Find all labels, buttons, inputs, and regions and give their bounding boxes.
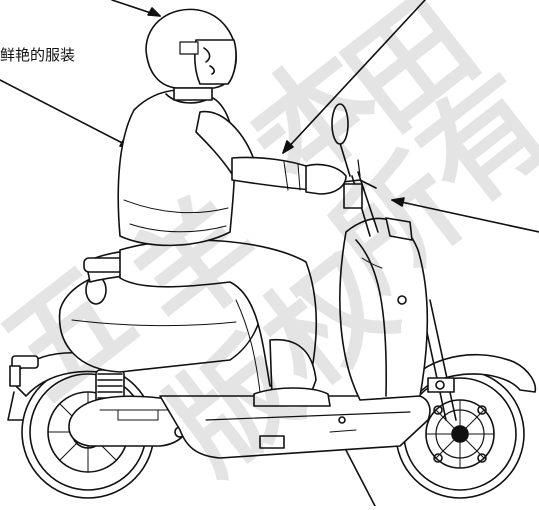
front-shock-clamp — [427, 377, 455, 393]
leader-line-right — [391, 199, 539, 233]
leader-line-top-right — [282, 0, 426, 154]
front-fender — [397, 354, 537, 403]
license-plate-mount — [259, 435, 285, 449]
arrowhead-arm — [282, 140, 294, 154]
helmet-visor — [194, 39, 237, 85]
turn-signal-front — [385, 217, 413, 241]
rear-turn-signal — [11, 355, 39, 369]
rear-reflector-bracket — [7, 391, 23, 421]
rider-glove — [305, 163, 347, 195]
rider-jacket — [117, 89, 236, 247]
clothing-caption: 鲜艳的服装 — [0, 46, 76, 64]
arrowhead-helmet — [147, 7, 161, 17]
front-shield-edge — [355, 239, 388, 397]
rider-neck — [173, 87, 213, 101]
leg-shield — [339, 217, 429, 401]
floorboard — [159, 395, 431, 459]
leader-line-clothing — [0, 79, 133, 149]
mirror — [331, 103, 349, 145]
rider-face — [203, 47, 215, 75]
rider-shoe — [253, 387, 331, 407]
arrowhead-mirror-bar — [391, 197, 405, 207]
